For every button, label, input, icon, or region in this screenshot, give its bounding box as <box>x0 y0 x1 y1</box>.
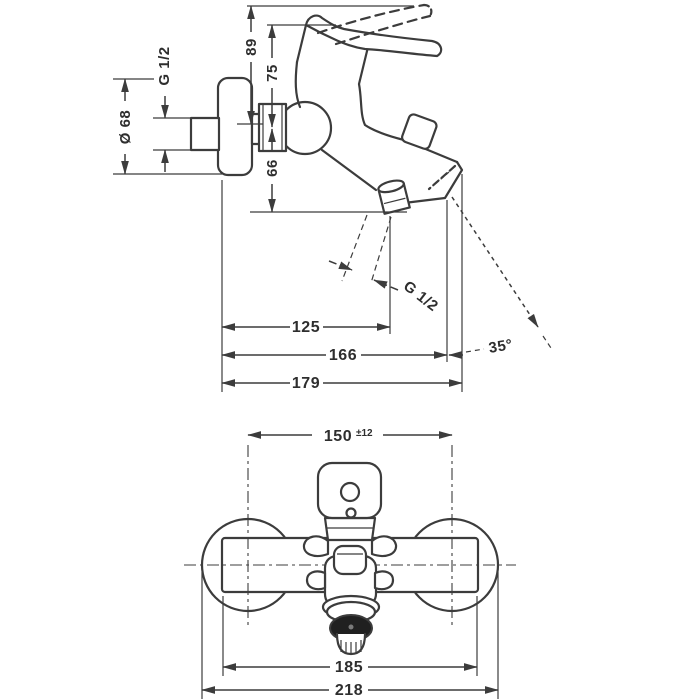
valve-cap <box>332 544 368 576</box>
dim-centers-150: 150 <box>324 428 352 445</box>
hose-outlet <box>377 179 411 215</box>
dim-angle-35: 35° <box>487 336 514 357</box>
dim-tolerance-12: ±12 <box>356 428 373 439</box>
dim-depth-179: 179 <box>292 375 320 392</box>
dim-height-89: 89 <box>243 38 260 56</box>
dim-drop-66: 66 <box>264 159 281 177</box>
dim-reach-125: 125 <box>292 319 320 336</box>
plan-view <box>184 445 516 656</box>
dim-height-75: 75 <box>264 64 281 82</box>
diverter-knob <box>401 113 438 150</box>
lever-handle <box>304 14 443 58</box>
dim-thread-wall: G 1/2 <box>156 46 173 85</box>
lever-handle-raised <box>316 3 433 46</box>
wall-escutcheon <box>216 76 254 177</box>
plan-view-dimensions: 150 ±12 185 218 <box>201 428 499 699</box>
side-view <box>189 3 464 215</box>
dim-diameter-68: Ø 68 <box>117 110 134 145</box>
supply-pipe <box>189 116 221 152</box>
dim-overall-218: 218 <box>335 682 363 699</box>
dim-body-185: 185 <box>335 659 363 676</box>
dim-thread-outlet: G 1/2 <box>400 278 441 316</box>
dim-reach-166: 166 <box>329 347 357 364</box>
